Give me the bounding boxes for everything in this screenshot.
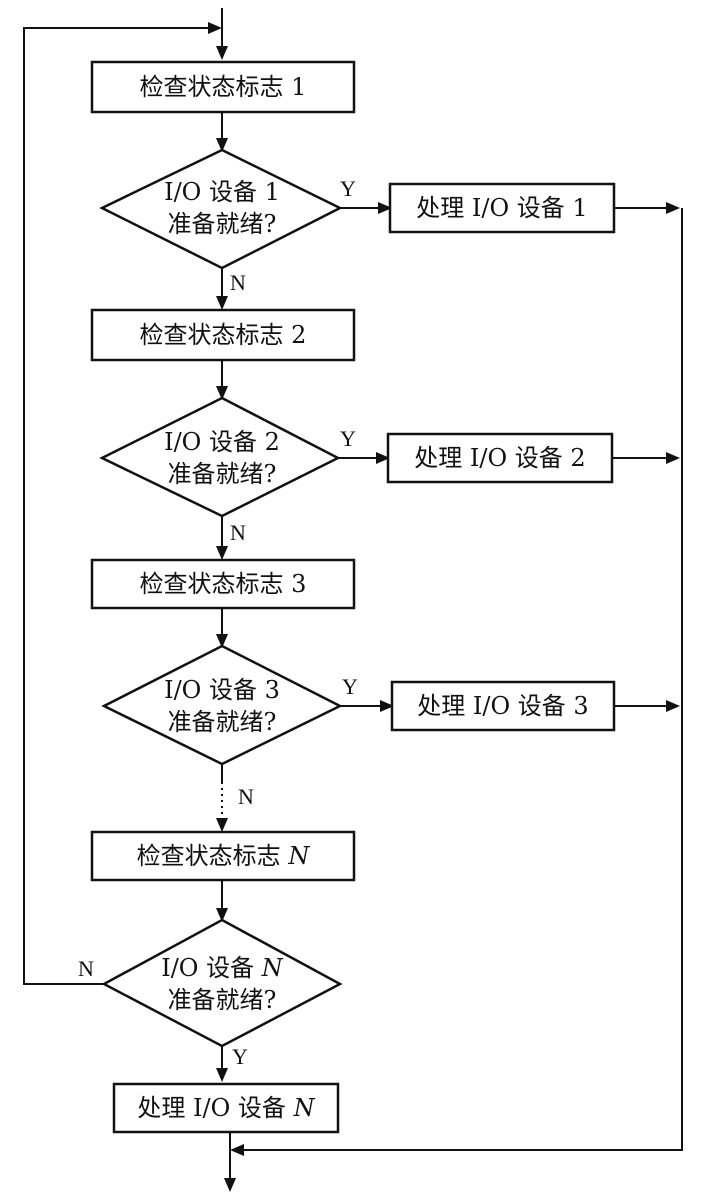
check-box-1 xyxy=(90,60,356,114)
decision-2-line2: 准备就绪? xyxy=(168,460,277,488)
connector-2y-arrowhead xyxy=(376,452,390,464)
decision-1-line1: I/O 设备 1 xyxy=(164,178,280,206)
no-label-n: N xyxy=(78,956,94,981)
right-collector-line xyxy=(238,208,683,1151)
check-box-n xyxy=(90,830,356,882)
connector-3y-arrowhead xyxy=(380,700,394,712)
process-box-n xyxy=(112,1082,340,1134)
process-1-out-arrowhead xyxy=(666,202,680,214)
process-3-out-arrowhead xyxy=(666,700,680,712)
check-box-1-label: 检查状态标志 1 xyxy=(140,73,307,101)
connector-1a-arrowhead xyxy=(216,138,228,152)
yes-label-3: Y xyxy=(342,674,358,699)
no-label-2: N xyxy=(230,520,246,545)
loop-back-arrowhead xyxy=(208,22,222,34)
process-box-n-label: 处理 I/O 设备 N xyxy=(137,1094,315,1122)
check-box-n-label: 检查状态标志 N xyxy=(137,842,311,870)
check-box-2 xyxy=(90,308,356,362)
connector-2n-arrowhead xyxy=(216,546,228,560)
connector-na-arrowhead xyxy=(216,908,228,922)
yes-label-n: Y xyxy=(232,1044,248,1069)
entry-arrowhead xyxy=(216,46,228,60)
decision-n-line1: I/O 设备 N xyxy=(161,954,284,982)
check-box-3-label: 检查状态标志 3 xyxy=(140,570,307,598)
decision-2-line1: I/O 设备 2 xyxy=(164,428,280,456)
connector-1y-arrowhead xyxy=(378,202,392,214)
process-box-3 xyxy=(390,680,616,732)
check-box-3 xyxy=(90,558,356,610)
decision-diamond-1 xyxy=(99,148,343,270)
process-box-3-label: 处理 I/O 设备 3 xyxy=(417,692,588,720)
decision-n-line2: 准备就绪? xyxy=(168,986,277,1014)
connector-2a-arrowhead xyxy=(216,386,228,400)
decision-1-line2: 准备就绪? xyxy=(168,210,277,238)
process-box-2 xyxy=(386,432,614,484)
decision-3-line2: 准备就绪? xyxy=(168,708,277,736)
process-box-1-label: 处理 I/O 设备 1 xyxy=(416,194,587,222)
process-2-out-arrowhead xyxy=(666,452,680,464)
check-box-2-label: 检查状态标志 2 xyxy=(140,321,307,349)
yes-label-1: Y xyxy=(340,176,356,201)
loop-back-line xyxy=(23,27,214,985)
no-label-3: N xyxy=(238,784,254,809)
connector-3a-arrowhead xyxy=(216,634,228,648)
process-box-2-label: 处理 I/O 设备 2 xyxy=(414,444,585,472)
process-box-1 xyxy=(388,182,616,234)
exit-arrowhead xyxy=(224,1178,236,1192)
connector-1n-arrowhead xyxy=(216,296,228,310)
decision-diamond-3 xyxy=(101,644,343,766)
collector-arrowhead xyxy=(230,1144,244,1156)
yes-label-2: Y xyxy=(340,426,356,451)
decision-diamond-n xyxy=(101,918,343,1048)
connector-3n-arrowhead xyxy=(216,818,228,832)
decision-diamond-2 xyxy=(99,396,341,518)
no-label-1: N xyxy=(230,270,246,295)
connector-ny-arrowhead xyxy=(216,1068,228,1082)
decision-3-line1: I/O 设备 3 xyxy=(164,676,280,704)
